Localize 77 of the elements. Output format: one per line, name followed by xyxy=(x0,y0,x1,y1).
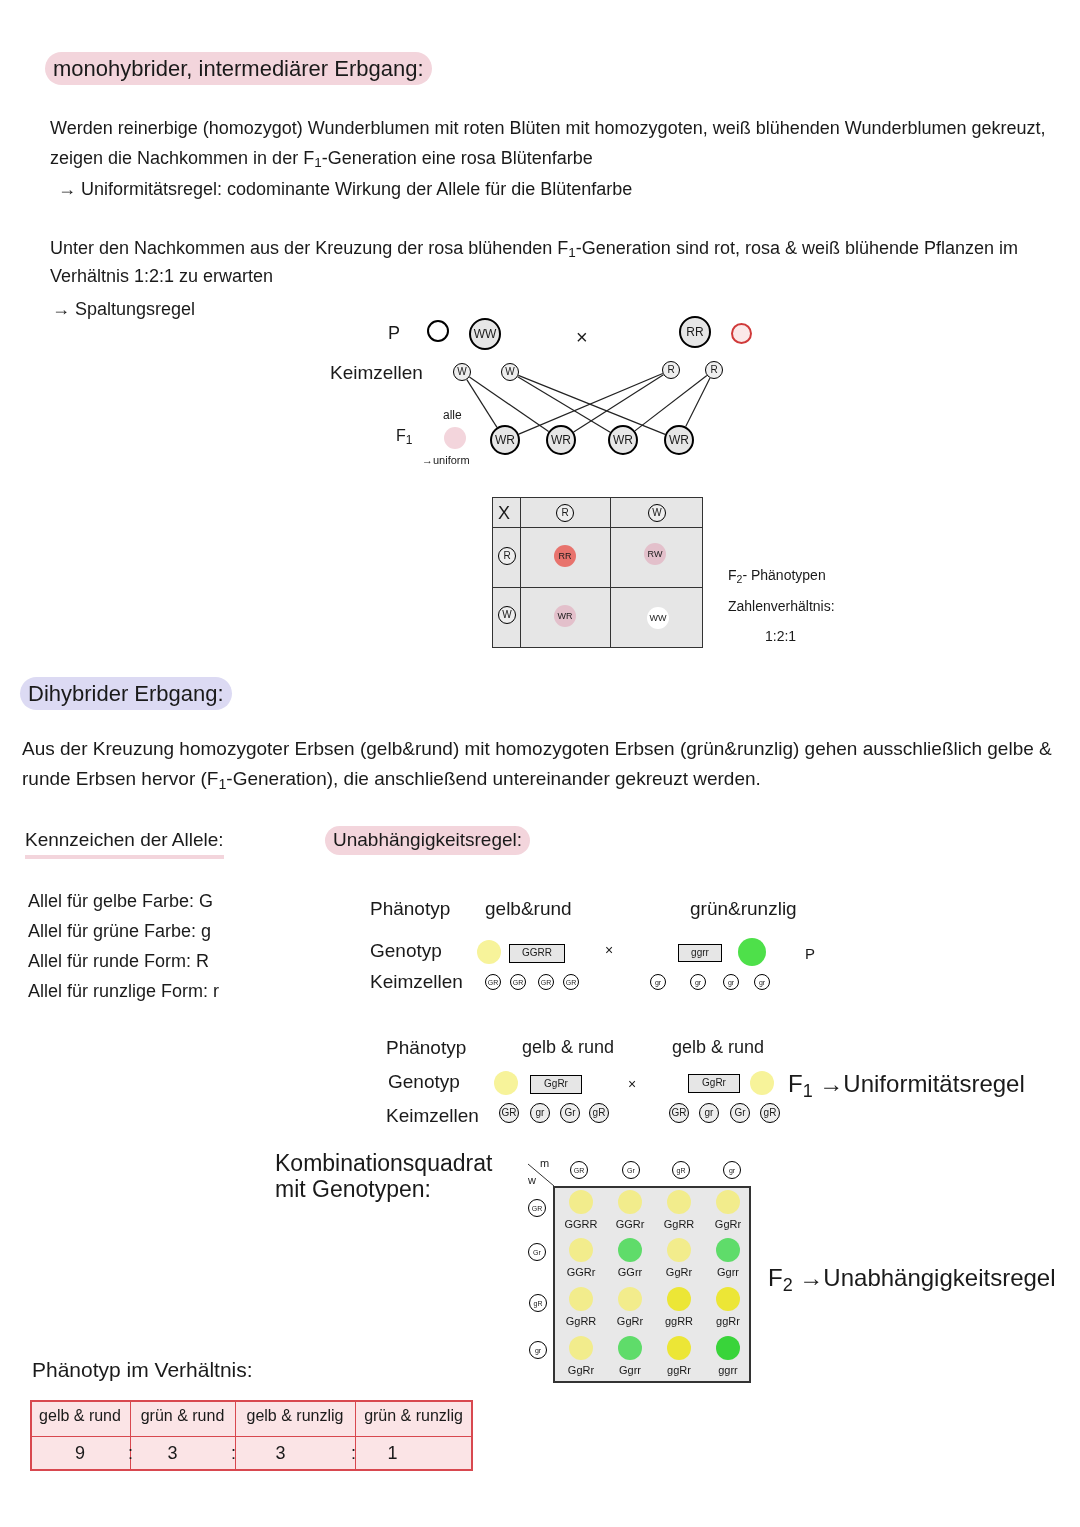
genotype-label: ggrr xyxy=(717,1363,739,1378)
table-header: grün & rund xyxy=(139,1406,226,1426)
row-label: Genotyp xyxy=(370,939,442,963)
paragraph: Aus der Kreuzung homozygoter Erbsen (gelb&rund) mit homozygoten Erbsen (grün&runzlig) gehen ausschließlich gelbe & runde Erbsen hervor (F$_{1}$-Generation), die anschließend untereinander gekreuzt werden. xyxy=(22,737,1053,794)
genotype-label: Ggrr xyxy=(618,1363,642,1378)
note: Phänotyp im Verhältnis: xyxy=(32,1357,253,1383)
genotype-label: GGRr xyxy=(614,1217,646,1232)
genotype-label: GgRr xyxy=(615,1314,645,1329)
genotype-box: GgRr xyxy=(530,1074,582,1094)
ratio-number: 3 xyxy=(274,1442,287,1465)
generation-label: F$_{1}$ xyxy=(396,426,413,448)
section-heading: Dihybrider Erbgang: xyxy=(20,677,232,710)
genotype-label: GgRR xyxy=(564,1314,598,1329)
genotype-label: ggRr xyxy=(715,1314,741,1329)
cross-symbol: X xyxy=(498,502,510,525)
allele-note: Allel für gelbe Farbe: G xyxy=(28,890,214,913)
ratio-separator: : xyxy=(128,1442,133,1465)
rule-note: → Spaltungsregel xyxy=(52,298,196,321)
genotype-label: ggRr xyxy=(666,1363,692,1378)
genotype-label: GGRR xyxy=(563,1217,599,1232)
allele-note: Allel für runzlige Form: r xyxy=(28,980,220,1003)
cross-symbol: × xyxy=(605,941,614,960)
corner-label: w xyxy=(528,1173,536,1188)
row-label: Keimzellen xyxy=(370,970,463,994)
ratio-separator: : xyxy=(351,1442,356,1465)
phenotype-label: gelb&rund xyxy=(485,897,572,921)
genotype-box: GGRR xyxy=(509,943,565,963)
genotype-label: GGrr xyxy=(616,1265,644,1280)
rule-note: F$_{1}$ →Uniformitätsregel xyxy=(788,1069,1025,1102)
note: F$_{2}$- Phänotypen xyxy=(728,566,826,586)
ratio-number: 1 xyxy=(386,1442,399,1465)
row-label: Genotyp xyxy=(388,1070,460,1094)
row-label: Phänotyp xyxy=(386,1036,467,1060)
rule-note: → Uniformitätsregel: codominante Wirkung der Allele für die Blütenfarbe xyxy=(58,178,633,201)
genotype-label: GgRr xyxy=(713,1217,743,1232)
cross-line xyxy=(685,377,711,428)
phenotype-label: gelb & rund xyxy=(672,1036,765,1059)
genotype-label: GgRr xyxy=(566,1363,596,1378)
genotype-box: GgRr xyxy=(688,1073,740,1093)
phenotype-label: grün&runzlig xyxy=(690,897,797,921)
genotype-label: ggRR xyxy=(663,1314,695,1329)
row-label: Phänotyp xyxy=(370,897,451,921)
generation-label: P xyxy=(805,944,815,964)
section-heading: monohybrider, intermediärer Erbgang: xyxy=(45,52,432,85)
cross-line xyxy=(573,374,664,433)
genotype-label: GGRr xyxy=(565,1265,597,1280)
table-header: gelb & rund xyxy=(38,1406,122,1426)
corner-label: m xyxy=(540,1156,550,1171)
ratio-separator: : xyxy=(231,1442,236,1465)
paragraph: Unter den Nachkommen aus der Kreuzung der rosa blühenden F$_{1}$-Generation sind rot, rosa & weiß blühende Pflanzen im Verhältnis 1:2:1 zu erwarten xyxy=(50,237,1020,288)
subheading: Kennzeichen der Allele: xyxy=(25,826,224,859)
genotype-label: GgRr xyxy=(664,1265,694,1280)
table-header: grün & runzlig xyxy=(363,1406,464,1426)
generation-label: P xyxy=(388,322,400,345)
note: Zahlenverhältnis: xyxy=(728,597,835,616)
table-header: gelb & runzlig xyxy=(245,1406,345,1426)
note: →uniform xyxy=(422,453,470,468)
note: Kombinationsquadrat mit Genotypen: xyxy=(275,1150,494,1202)
allele-note: Allel für grüne Farbe: g xyxy=(28,920,212,943)
ratio-number: 3 xyxy=(166,1442,179,1465)
subheading: Unabhängigkeitsregel: xyxy=(325,826,531,855)
cross-line xyxy=(634,374,708,432)
cross-symbol: × xyxy=(576,325,588,350)
note: alle xyxy=(443,407,462,424)
ratio-text: 1:2:1 xyxy=(765,627,797,646)
cross-line xyxy=(466,379,498,428)
row-label: Keimzellen xyxy=(386,1104,479,1128)
genotype-box: ggrr xyxy=(678,944,722,962)
paragraph: Werden reinerbige (homozygot) Wunderblumen mit roten Blüten mit homozygoten, weiß blühenden Wunderblumen gekreuzt, zeigen die Nachkommen in der F$_{1}$-Generation eine rosa Blütenfarbe xyxy=(50,117,1047,173)
cross-symbol: × xyxy=(628,1075,637,1094)
phenotype-label: gelb & rund xyxy=(522,1036,615,1059)
genotype-label: Ggrr xyxy=(716,1265,740,1280)
genotype-label: GgRR xyxy=(662,1217,696,1232)
ratio-number: 9 xyxy=(74,1442,86,1465)
allele-note: Allel für runde Form: R xyxy=(28,950,210,973)
rule-note: F$_{2}$ →Unabhängigkeitsregel xyxy=(768,1263,1056,1296)
row-label: Keimzellen xyxy=(330,361,423,385)
